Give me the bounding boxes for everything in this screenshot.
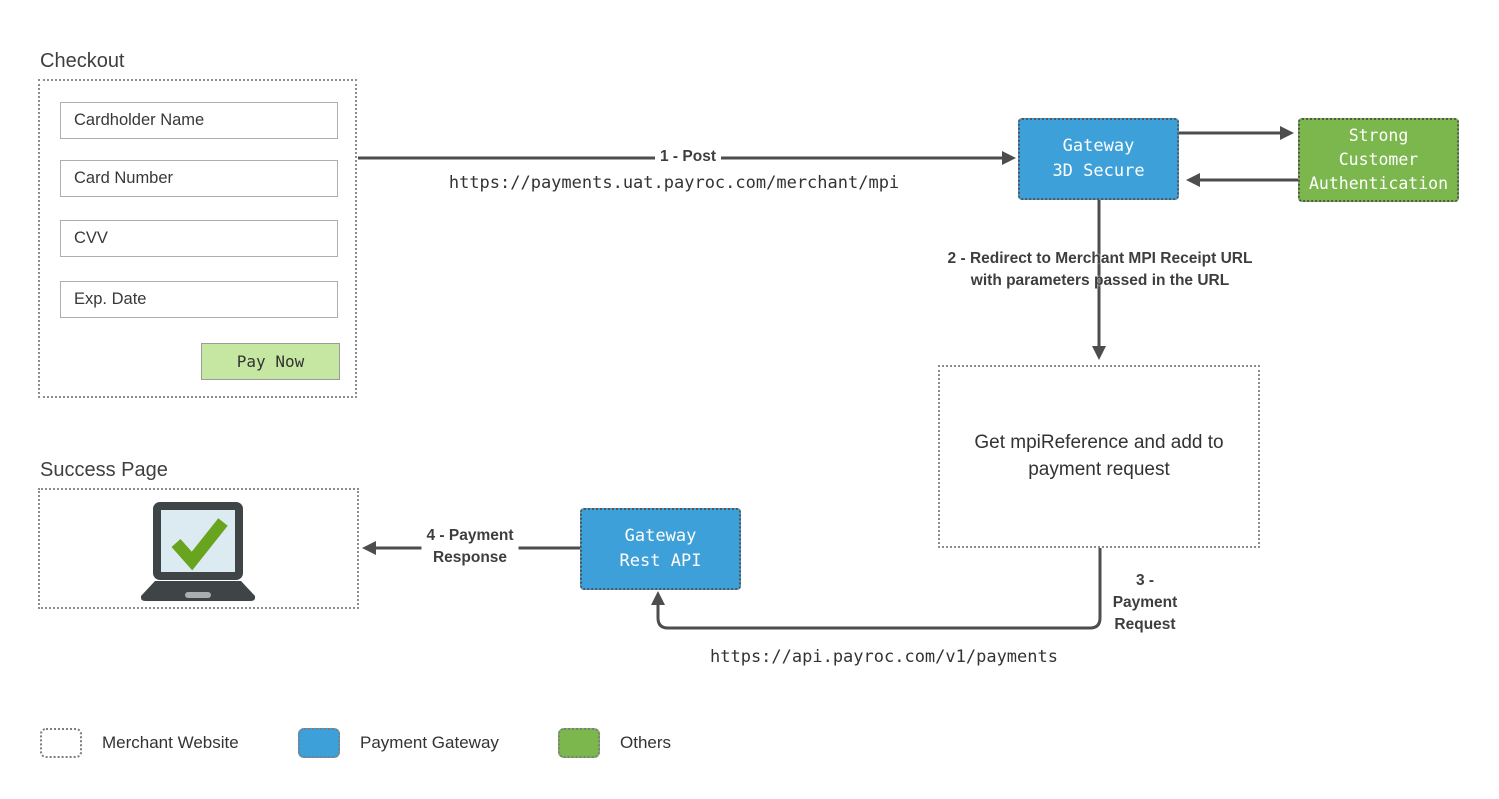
step2-label-line2: with parameters passed in the URL [970,272,1230,289]
step3-label-line3: Request [1114,616,1176,633]
card-number-field[interactable]: Card Number [60,160,338,197]
mpi-reference-box: Get mpiReference and add to payment requ… [938,365,1260,548]
legend-item-others: Others [558,728,671,758]
step3-payment-request-label: 3 - Payment Request [1113,570,1178,636]
sca-line3: Authentication [1308,173,1449,193]
sca-line1: Strong [1348,126,1409,146]
strong-customer-authentication-node: Strong Customer Authentication [1298,118,1459,202]
others-label: Others [620,733,672,752]
pay-now-button[interactable]: Pay Now [201,343,340,380]
step1-arrowhead [1002,151,1016,165]
cardholder-name-placeholder: Cardholder Name [74,111,205,129]
legend-item-payment-gateway: Payment Gateway [298,728,499,758]
checkout-form-box: Cardholder Name Card Number CVV Exp. Dat… [38,79,357,398]
laptop-icon [141,502,255,601]
gateway-3ds-line2: 3D Secure [1052,161,1145,181]
gateway-rest-api-node: Gateway Rest API [580,508,741,590]
pay-now-label: Pay Now [236,352,305,371]
step4-label-line2: Response [432,549,508,566]
step3-label-line1: 3 - [1135,572,1155,589]
mpi-reference-text: Get mpiReference and add to payment requ… [974,431,1224,480]
step4-arrowhead [362,541,376,555]
step4-label-line1: 4 - Payment [426,527,514,544]
cvv-field[interactable]: CVV [60,220,338,257]
laptop-base [141,581,255,601]
payment-gateway-swatch [298,728,340,758]
cardholder-name-field[interactable]: Cardholder Name [60,102,338,139]
checkmark-icon [171,518,228,571]
step3-arrowhead [651,591,665,605]
laptop-trackpad-notch [185,592,211,598]
step2-label-line1: 2 - Redirect to Merchant MPI Receipt URL [947,250,1253,267]
exp-date-placeholder: Exp. Date [74,290,147,308]
gateway-3d-secure-node: Gateway 3D Secure [1018,118,1179,200]
step2-arrowhead [1092,346,1106,360]
gateway-3ds-line1: Gateway [1062,135,1135,156]
gateway-rest-line2: Rest API [619,551,702,571]
success-page-title: Success Page [40,459,168,481]
checkout-title: Checkout [40,50,125,72]
cvv-placeholder: CVV [74,229,108,247]
merchant-website-swatch [40,728,82,758]
step3-label-line2: Payment [1112,594,1178,611]
step3-payments-url: https://api.payroc.com/v1/payments [710,647,1058,667]
step3-arrow-line [656,548,1102,630]
exp-date-field[interactable]: Exp. Date [60,281,338,318]
legend-item-merchant-website: Merchant Website [40,728,239,758]
others-swatch [558,728,600,758]
step1-post-label: 1 - Post [655,145,721,169]
sca-line2: Customer [1338,150,1419,170]
merchant-website-label: Merchant Website [102,733,239,752]
card-number-placeholder: Card Number [74,169,174,187]
sca-to-gateway-arrowhead [1186,173,1200,187]
gateway-rest-line1: Gateway [624,525,697,546]
step4-payment-response-label: 4 - Payment Response [421,524,519,570]
gateway-to-sca-arrowhead [1280,126,1294,140]
step2-redirect-label: 2 - Redirect to Merchant MPI Receipt URL… [948,248,1253,292]
payment-gateway-label: Payment Gateway [360,733,499,752]
step1-mpi-url: https://payments.uat.payroc.com/merchant… [448,173,900,193]
